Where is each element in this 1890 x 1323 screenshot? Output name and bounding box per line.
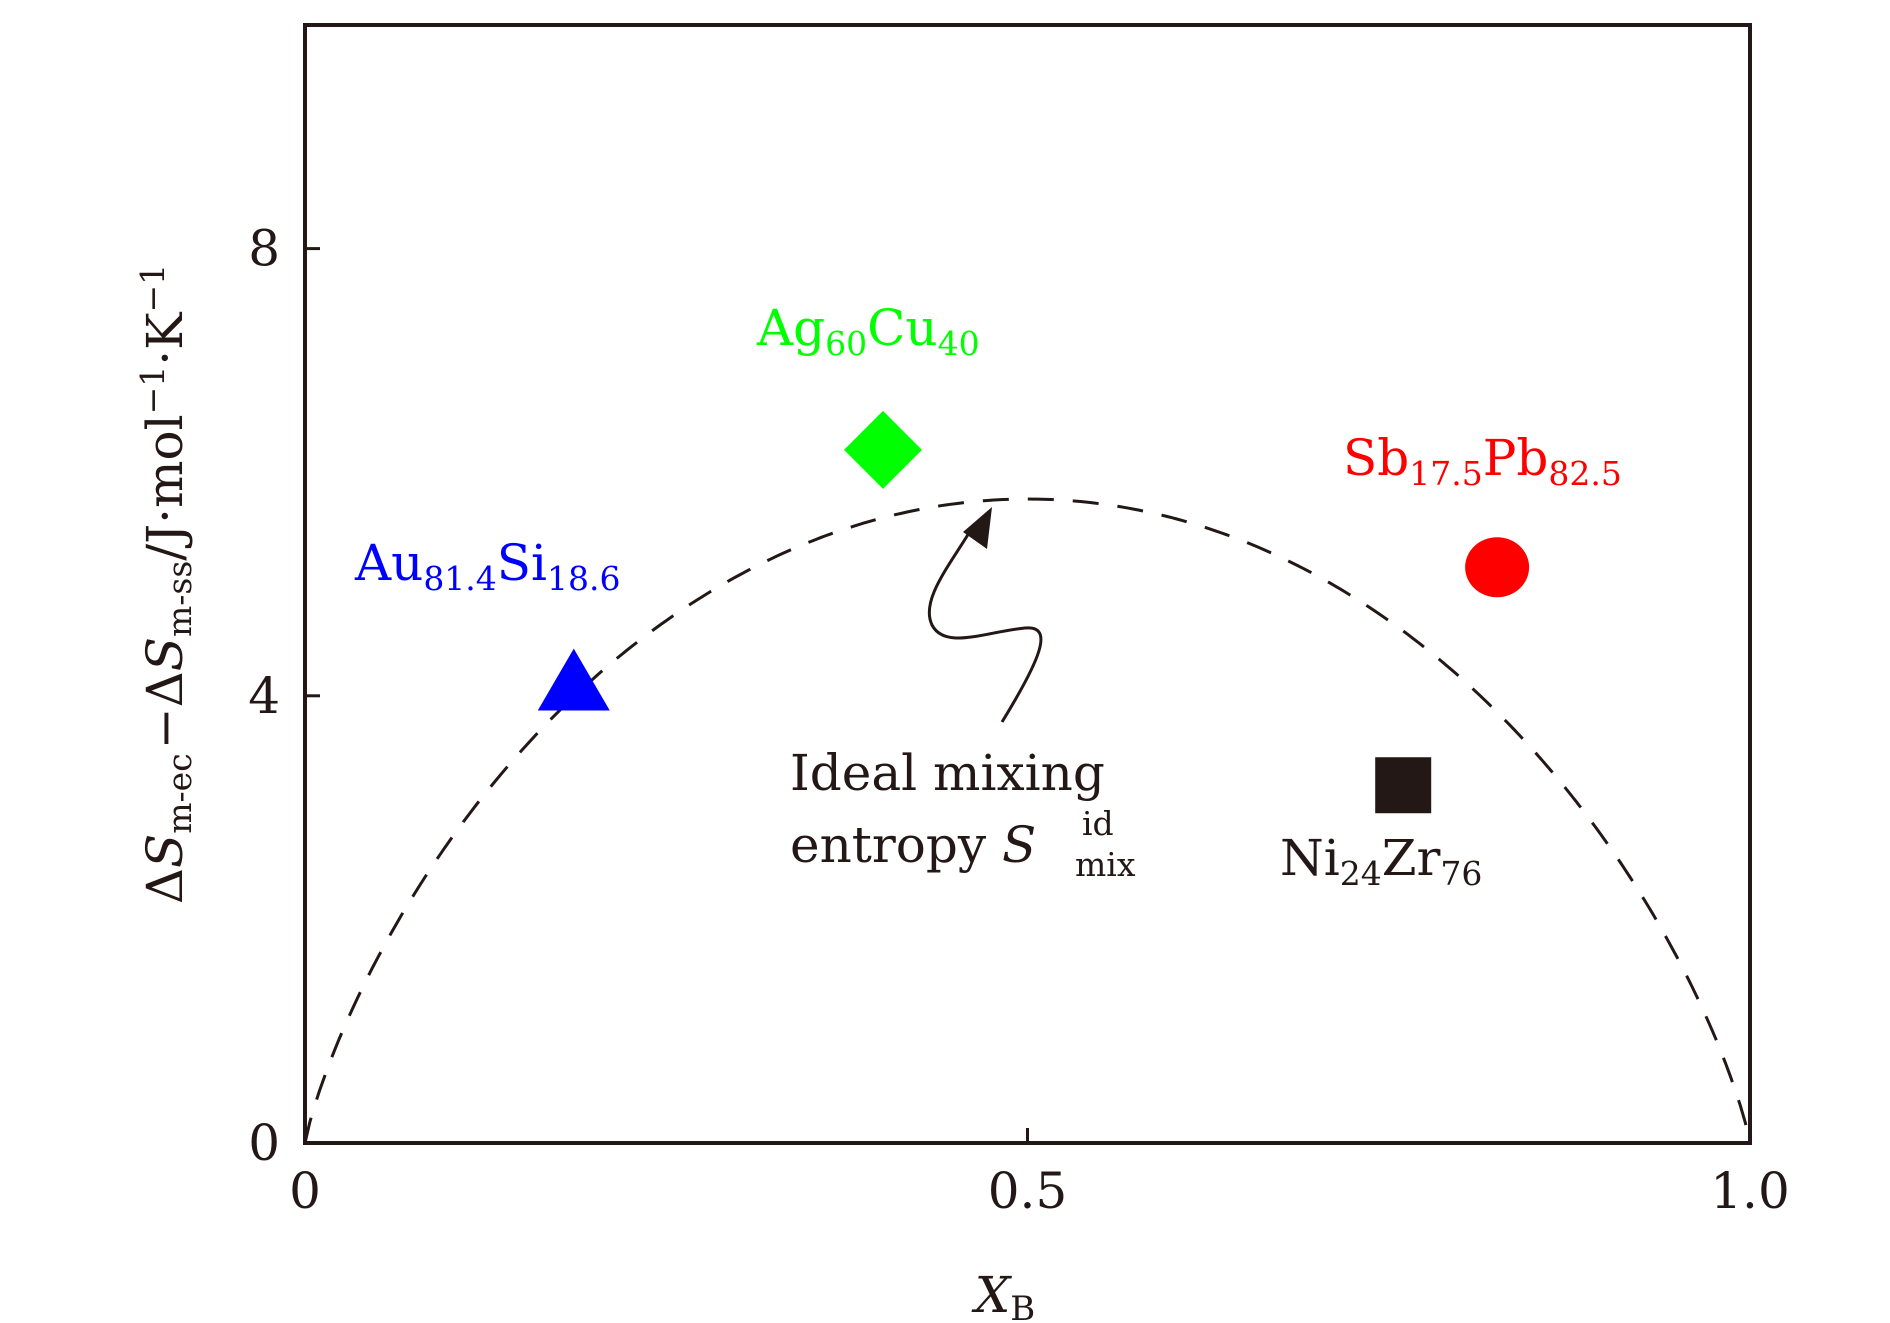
ausi-base-2: Si — [497, 534, 547, 592]
ideal-mixing-curve — [303, 497, 1752, 1144]
ausi-sub-1: 81.4 — [423, 559, 496, 598]
x-tick-marks — [303, 1128, 1752, 1143]
sbpb-base-1: Sb — [1343, 429, 1409, 487]
nizr-base-1: Ni — [1280, 829, 1340, 887]
y-label-delta-2: Δ — [136, 671, 194, 707]
nizr-sub-1: 24 — [1340, 854, 1382, 893]
nizr-base-2: Zr — [1382, 829, 1441, 887]
y-label-sub-1: m-ec — [160, 753, 199, 833]
point-label-nizr: Ni24Zr76 — [1280, 829, 1482, 893]
y-tick-labels: 0 4 8 — [248, 220, 280, 1172]
point-label-agcu: Ag60Cu40 — [756, 299, 980, 363]
y-label-dot-k: ·K — [136, 311, 194, 366]
y-label-delta-1: Δ — [136, 868, 194, 904]
point-label-sbpb: Sb17.5Pb82.5 — [1343, 429, 1622, 493]
annotation-superscript: id — [1082, 804, 1114, 843]
agcu-sub-2: 40 — [938, 324, 980, 363]
x-tick-labels: 0 0.5 1.0 — [289, 1162, 1790, 1220]
x-axis-label-sub: B — [1010, 1289, 1035, 1323]
x-axis-label: XB — [971, 1266, 1036, 1323]
x-axis-label-main: X — [971, 1266, 1013, 1323]
annotation-subscript: mix — [1075, 845, 1136, 884]
agcu-sub-1: 60 — [825, 324, 867, 363]
y-label-sub-2: m-ss — [160, 561, 199, 637]
y-tick-label-2: 8 — [248, 220, 280, 278]
annotation-line-1: Ideal mixing — [790, 744, 1105, 802]
marker-triangle-0 — [537, 648, 610, 711]
y-label-s-1: S — [136, 834, 194, 868]
ausi-base-1: Au — [354, 534, 423, 592]
y-label-s-2: S — [136, 637, 194, 671]
x-tick-label-0: 0 — [289, 1162, 321, 1220]
x-tick-label-2: 1.0 — [1710, 1162, 1790, 1220]
agcu-base-1: Ag — [756, 299, 825, 357]
ausi-sub-2: 18.6 — [547, 559, 620, 598]
sbpb-sub-1: 17.5 — [1409, 454, 1482, 493]
data-markers — [537, 410, 1530, 814]
y-axis-label: ΔSm-ec−ΔSm-ss/J·mol−1·K−1 — [133, 264, 199, 904]
sbpb-base-2: Pb — [1483, 429, 1549, 487]
marker-diamond-1 — [844, 410, 922, 489]
x-tick-label-1: 0.5 — [988, 1162, 1068, 1220]
annotation-arrow-line — [927, 527, 1043, 723]
point-label-ausi: Au81.4Si18.6 — [354, 534, 621, 598]
nizr-sub-2: 76 — [1440, 854, 1482, 893]
annotation-line-2: entropy S — [790, 816, 1036, 874]
y-tick-label-0: 0 — [248, 1114, 280, 1172]
sbpb-sub-2: 82.5 — [1548, 454, 1621, 493]
y-tick-label-1: 4 — [248, 667, 280, 725]
y-tick-marks — [305, 247, 320, 1145]
marker-circle-2 — [1465, 537, 1530, 598]
y-label-unit: /J·mol — [136, 414, 194, 560]
annotation-entropy-word: entropy — [790, 816, 1002, 874]
y-label-sup-2: −1 — [133, 264, 172, 313]
agcu-base-2: Cu — [867, 299, 937, 357]
annotation-arrow-head — [963, 507, 992, 549]
y-label-minus: − — [136, 707, 194, 749]
marker-square-3 — [1375, 757, 1432, 814]
y-label-sup-1: −1 — [133, 366, 172, 415]
annotation-symbol: S — [1002, 816, 1036, 874]
